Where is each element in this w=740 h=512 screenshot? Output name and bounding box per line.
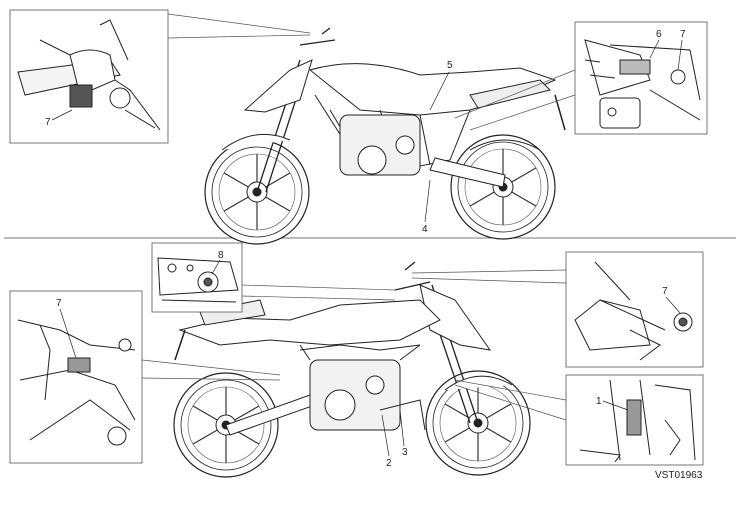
- inset-bottom-left: 7: [9, 290, 143, 464]
- callout-6: 6: [656, 29, 662, 40]
- inset-bottom-right-lower: 1: [565, 374, 704, 466]
- leader-bottom-right-upper: [411, 269, 567, 284]
- leader-bottom-left: [141, 359, 281, 381]
- leader-bottom-right-lower: [454, 379, 567, 421]
- leader-top-left: [167, 13, 311, 39]
- leader-top-right: [454, 69, 576, 131]
- callout-7-bottom-right: 7: [662, 286, 668, 297]
- inset-bottom-right-upper: 7: [565, 251, 704, 368]
- callout-2: 2: [386, 458, 392, 469]
- inset-bottom-center: 8: [151, 242, 243, 313]
- callout-1: 1: [596, 396, 602, 407]
- motorcycle-bottom-view: [173, 261, 531, 478]
- inset-top-right: 6 7: [574, 21, 708, 135]
- leader-bottom-center: [241, 284, 396, 301]
- callout-7-top-right: 7: [680, 29, 686, 40]
- inset-top-left: 7: [9, 9, 169, 144]
- motorcycle-top-view: [204, 27, 566, 245]
- callout-7-top-left: 7: [45, 117, 51, 128]
- callout-7-bottom-left: 7: [56, 298, 62, 309]
- reference-code: VST01963: [655, 470, 703, 481]
- callout-5: 5: [447, 60, 453, 71]
- callout-3: 3: [402, 447, 408, 458]
- callout-4: 4: [422, 224, 428, 235]
- callout-8: 8: [218, 250, 224, 261]
